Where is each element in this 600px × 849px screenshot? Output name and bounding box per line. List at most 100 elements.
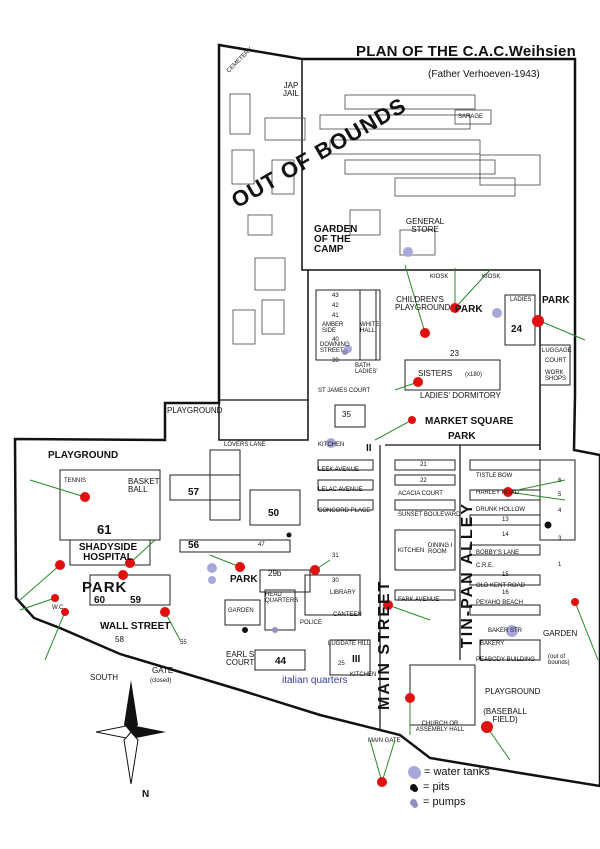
wall-street-label: WALL STREET [100,621,171,632]
marker [383,600,393,610]
baker-str-label: BAKER STR [488,628,523,634]
block-43-label: 43 [332,293,339,299]
block-60-label: 60 [94,595,106,606]
block-3-label: 3 [558,536,562,542]
block-30-label: 30 [332,578,339,584]
park-mid-label: PARK [230,574,258,585]
ladies-dormitory-label: LADIES' DORMITORY [420,391,501,400]
inner-wall-2 [218,270,309,441]
marker [118,570,128,580]
playground-bottom-label: PLAYGROUND [485,687,541,696]
police-label: POLICE [300,620,323,626]
bobbys-lane-label: BOBBY'S LANE [476,550,520,556]
marker [80,492,90,502]
marker [51,594,59,602]
tistle-bow-label: TISTLE BOW [476,473,513,479]
baseball-field-label: (BASEBALL FIELD) [483,707,527,724]
block-44-label: 44 [275,656,287,667]
cre-label: C.R.E. [476,563,494,569]
playground-left-label: PLAYGROUND [48,450,119,461]
block-35-label: 35 [342,410,351,419]
kiosk-label: KIOSK [482,274,501,280]
kitchen-2-label: KITCHEN [318,442,345,448]
sunset-boulevard-label: SUNSET BOULEVARD [398,512,461,518]
roman-ii-label: II [366,443,372,454]
blocks [59,289,576,726]
compass-north-label: N [142,789,150,800]
block-24-label: 24 [511,324,523,335]
wc-label: W.C. [52,605,65,611]
downing-street-label: DOWNING STREET [320,342,350,354]
pit-icon [410,783,417,791]
block-59-label: 59 [130,595,142,606]
garden-camp-label: GARDEN OF THE CAMP [314,224,358,255]
map-title: PLAN OF THE C.A.C.Weihsien [356,43,576,60]
kitchen-1-label: KITCHEN [398,548,425,554]
tin-pan-alley-label: TIN-PAN ALLEY [459,502,476,648]
block-41-label: 41 [332,313,339,319]
out-of-bounds-small-label: (out of bounds) [548,654,570,666]
park-right-label: PARK [542,295,570,306]
map-subtitle: (Father Verhoeven-1943) [428,69,540,80]
main-street-label: MAIN STREET [376,579,393,710]
lugdate-hill-label: LUGDATE HILL [328,641,371,647]
block-14-label: 14 [502,532,509,538]
canteen-label: CANTEEN [333,612,362,618]
block-57-label: 57 [188,487,200,498]
block-23-label: 23 [450,349,459,358]
amber-side-label: AMBER SIDE [322,322,344,334]
garden-right-label: GARDEN [543,629,578,638]
marker [310,565,320,575]
market-square-label: MARKET SQUARE [425,416,514,427]
block-1-label: 1 [558,562,562,568]
block-4-label: 4 [558,508,562,514]
head-quarters-label: HEAD QUARTERS [265,592,299,604]
block-58-label: 58 [115,635,124,644]
childrens-playground-label: CHILDREN'S PLAYGROUND [395,295,451,312]
bath-ladies-label: BATH LADIES' [355,363,378,375]
marker [377,777,387,787]
legend-water-tanks: = water tanks [408,766,490,778]
marker [420,328,430,338]
church-label: CHURCH OR ASSEMBLY HALL [415,721,465,733]
leek-avenue-label: LEEK AVENUE [318,467,359,473]
legend-pumps: = pumps [408,796,490,808]
block-39-label: 39 [332,358,339,364]
roman-iii-label: III [352,654,361,665]
kiosk-label: KIOSK [430,274,449,280]
shadyside-hospital-label: SHADYSIDE HOSPITAL [78,542,138,563]
dining-room-label: DINING I ROOM [428,543,453,555]
compass-rose-icon [96,680,166,785]
marker [408,416,416,424]
earls-court-label: EARL S COURT [226,650,255,667]
north-buildings [229,93,541,345]
marker [125,558,135,568]
block-6-label: 6 [558,478,562,484]
white-hall-label: WHITE HALL [360,322,380,334]
sisters-count-label: (x180) [465,372,483,378]
red-markers [51,303,579,787]
marker [235,562,245,572]
drunk-hollow-label: DRUNK HOLLOW [476,507,526,513]
marker [503,487,513,497]
gate-label: GATE [152,666,174,675]
market-park-label: PARK [448,431,476,442]
jap-jail-label: JAP JAIL [282,81,299,98]
harley-road-label: HARLEY ROAD [476,490,519,496]
peabody-label: PEABODY BUILDING [476,657,535,663]
luggage-label: LUGGAGE [542,348,572,354]
library-label: LIBRARY [330,590,356,596]
marker [405,693,415,703]
marker [55,560,65,570]
block-47-label: 47 [258,542,265,548]
gate-closed-label: (closed) [150,678,172,684]
lovers-lane-label: LOVERS LANE [224,442,266,448]
general-store-label: GENERAL STORE [405,217,445,234]
pump-icon [410,798,417,806]
bakery-label: BAKERY [480,641,505,647]
garden-mid-label: GARDEN [228,608,254,614]
old-kent-road-label: OLD KENT ROAD [476,583,525,589]
block-42-label: 42 [332,303,339,309]
block-56-label: 56 [188,540,200,551]
